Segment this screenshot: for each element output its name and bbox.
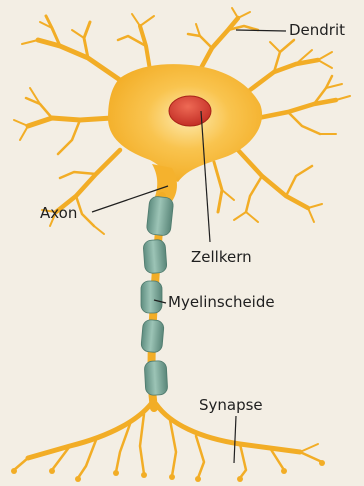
label-synapse: Synapse — [199, 398, 263, 413]
label-axon: Axon — [40, 206, 77, 221]
label-zellkern: Zellkern — [191, 250, 252, 265]
leader-synapse — [234, 416, 236, 463]
axon-terminals — [14, 400, 322, 478]
nucleus — [169, 96, 211, 126]
label-dendrit: Dendrit — [289, 23, 345, 38]
label-myelinscheide: Myelinscheide — [168, 295, 275, 310]
leader-dendrit — [236, 30, 286, 31]
